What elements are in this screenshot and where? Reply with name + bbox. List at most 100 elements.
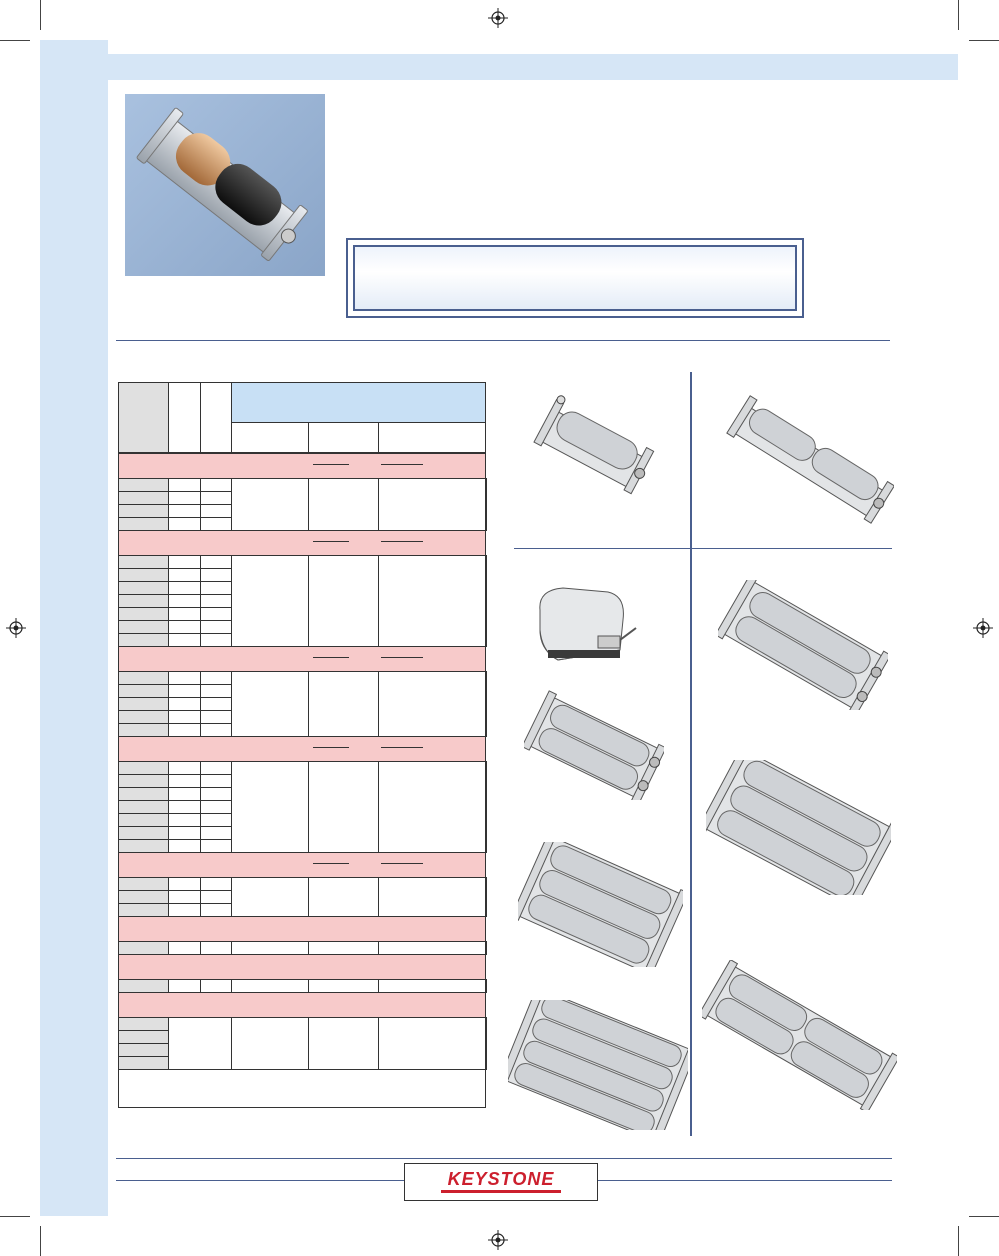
product-image xyxy=(539,587,637,661)
table-cell xyxy=(378,979,487,993)
registration-mark-icon xyxy=(488,8,508,28)
table-row xyxy=(118,723,169,737)
table-cell xyxy=(168,607,201,621)
section-underline xyxy=(313,657,349,658)
crop-mark xyxy=(958,0,959,30)
product-image xyxy=(524,690,664,800)
table-cell xyxy=(200,568,232,582)
table-cell xyxy=(168,504,201,518)
table-cell xyxy=(200,555,232,569)
table-row xyxy=(118,787,169,801)
registration-mark-icon xyxy=(6,618,26,638)
table-row xyxy=(118,979,169,993)
table-cell xyxy=(168,478,201,492)
table-row xyxy=(118,491,169,505)
table-cell xyxy=(168,813,201,827)
table-row xyxy=(118,620,169,634)
table-cell xyxy=(168,903,201,917)
table-cell xyxy=(200,787,232,801)
table-row xyxy=(118,839,169,853)
section-underline xyxy=(313,863,349,864)
table-cell xyxy=(168,633,201,647)
table-cell xyxy=(168,491,201,505)
table-cell xyxy=(378,555,487,647)
table-cell xyxy=(168,710,201,724)
table-section-band xyxy=(118,954,486,980)
table-cell xyxy=(378,877,487,917)
table-row xyxy=(118,1056,169,1070)
table-cell xyxy=(168,517,201,531)
two-cell-inline-holder-icon xyxy=(726,395,894,524)
table-cell xyxy=(308,761,379,853)
table-cell xyxy=(200,581,232,595)
table-cell xyxy=(200,491,232,505)
divider xyxy=(514,548,892,549)
table-header-subcolumn xyxy=(231,422,309,453)
table-row xyxy=(118,555,169,569)
crop-mark xyxy=(969,1216,999,1217)
crop-mark xyxy=(0,1216,30,1217)
section-underline xyxy=(381,657,423,658)
table-header-column xyxy=(168,382,201,453)
table-cell xyxy=(308,555,379,647)
table-cell xyxy=(168,979,201,993)
section-underline xyxy=(313,464,349,465)
table-header-subcolumn xyxy=(308,422,379,453)
crop-mark xyxy=(40,1226,41,1256)
table-row xyxy=(118,1043,169,1057)
table-cell xyxy=(231,555,309,647)
table-cell xyxy=(168,787,201,801)
table-section-band xyxy=(118,736,486,762)
section-underline xyxy=(381,541,423,542)
table-cell xyxy=(200,890,232,904)
table-row xyxy=(118,890,169,904)
table-cell xyxy=(168,568,201,582)
table-row xyxy=(118,813,169,827)
eight-cell-holder-icon xyxy=(508,1000,688,1130)
table-row xyxy=(118,671,169,685)
table-row xyxy=(118,903,169,917)
table-cell xyxy=(168,1017,232,1070)
brand-logo-underline xyxy=(441,1190,561,1193)
header-color-band xyxy=(108,54,958,80)
brand-logo: KEYSTONE xyxy=(447,1169,555,1189)
table-cell xyxy=(200,504,232,518)
table-row xyxy=(118,607,169,621)
table-header-column xyxy=(200,382,232,453)
table-row xyxy=(118,697,169,711)
table-cell xyxy=(168,555,201,569)
product-image xyxy=(518,842,683,967)
table-cell xyxy=(378,761,487,853)
table-cell xyxy=(200,813,232,827)
table-cell xyxy=(200,839,232,853)
table-cell xyxy=(231,877,309,917)
table-cell xyxy=(168,941,201,955)
table-cell xyxy=(200,723,232,737)
table-cell xyxy=(200,671,232,685)
table-cell xyxy=(308,941,379,955)
table-cell xyxy=(200,877,232,891)
table-cell xyxy=(231,761,309,853)
product-image xyxy=(702,960,897,1110)
table-cell xyxy=(308,979,379,993)
table-cell xyxy=(200,684,232,698)
table-cell xyxy=(200,710,232,724)
table-cell xyxy=(231,979,309,993)
table-cell xyxy=(168,839,201,853)
table-cell xyxy=(200,979,232,993)
section-underline xyxy=(381,464,423,465)
table-cell xyxy=(200,774,232,788)
table-cell xyxy=(378,478,487,531)
table-header-part-column xyxy=(118,382,169,453)
four-cell-side-holder-icon xyxy=(702,960,897,1110)
table-cell xyxy=(200,594,232,608)
product-image xyxy=(533,395,655,495)
table-row xyxy=(118,1030,169,1044)
table-cell xyxy=(168,890,201,904)
table-cell xyxy=(168,697,201,711)
table-cell xyxy=(231,941,309,955)
divider xyxy=(116,340,890,341)
table-cell xyxy=(200,903,232,917)
six-cell-holder-icon xyxy=(518,842,683,967)
table-cell xyxy=(168,671,201,685)
